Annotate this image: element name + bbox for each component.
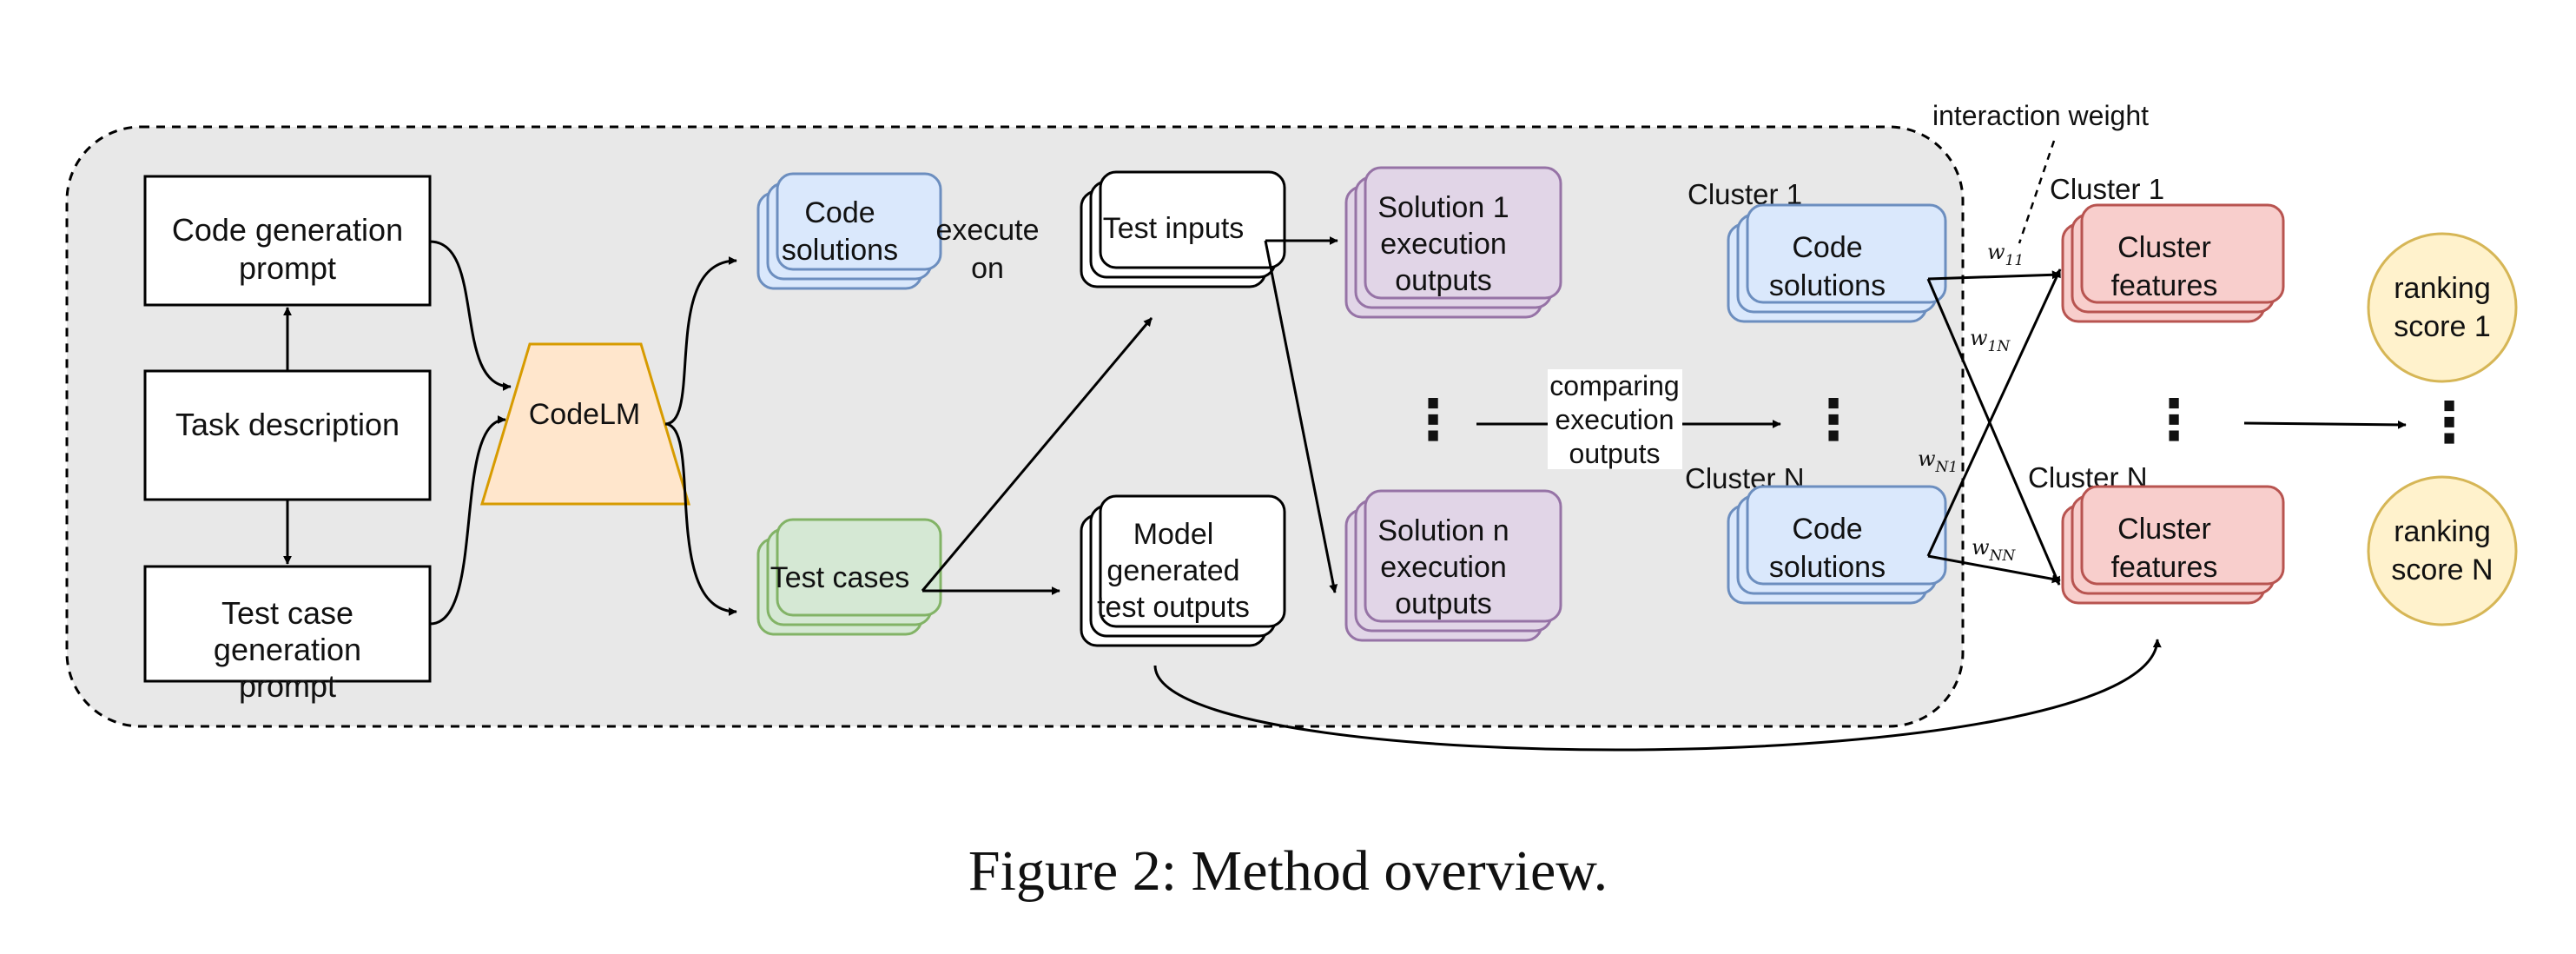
weight-w1n: w1N <box>1970 326 2011 355</box>
ellipsis-features: ⋮ <box>2146 388 2202 451</box>
solution-1-execution-outputs-stack <box>1344 166 1562 319</box>
task-description-label: Task description <box>175 407 400 442</box>
code-solutions-stack <box>756 172 942 290</box>
cluster-n-code-solutions-stack-layer-3 <box>1746 485 1947 586</box>
code-solutions-stack-layer-3 <box>776 172 942 271</box>
comparing-label-background <box>1548 369 1682 469</box>
arrow-model-outputs-to-features <box>1153 639 2162 752</box>
test-inputs-stack <box>1080 170 1286 288</box>
solution-n-execution-outputs-stack <box>1344 489 1562 642</box>
test-cases-stack <box>756 518 942 636</box>
feature-cluster-1-label: Cluster 1 <box>2050 173 2164 205</box>
solution-n-execution-outputs-stack-layer-3 <box>1364 489 1562 623</box>
codelm-label: CodeLM <box>529 398 641 431</box>
model-generated-test-outputs-stack <box>1080 494 1286 647</box>
cluster-1-code-solutions-stack <box>1727 203 1947 323</box>
arrow-codelm-to-test-cases <box>664 422 737 616</box>
codelm-block: CodeLM <box>479 342 691 506</box>
cluster-n-features-stack <box>2061 485 2285 605</box>
weight-w11: w11 <box>1987 240 2024 269</box>
arrow-codelm-to-code-solutions <box>664 256 737 426</box>
interaction-weight-pointer <box>2018 140 2056 244</box>
model-generated-test-outputs-stack-layer-3 <box>1099 494 1286 628</box>
test-inputs-stack-layer-3 <box>1099 170 1286 269</box>
arrow-cn-to-f1 <box>1926 268 2062 557</box>
task-description-box: Task description <box>143 369 432 501</box>
figure-caption: Figure 2: Method overview. <box>968 839 1608 903</box>
cluster-1-features-stack <box>2061 203 2285 323</box>
arrow-c1-to-f1 <box>1927 270 2061 281</box>
cluster-n-features-stack-layer-3 <box>2080 485 2285 586</box>
cluster-1-features-stack-layer-3 <box>2080 203 2285 304</box>
ellipsis-solutions: ⋮ <box>1405 388 1461 451</box>
arrow-test-inputs-to-solution-n <box>1264 240 1338 593</box>
test-cases-label: Test cases <box>770 561 910 594</box>
weight-wnn: wNN <box>1972 535 2016 565</box>
arrow-features-to-ranking <box>2243 420 2407 429</box>
weight-wn1: wN1 <box>1918 447 1958 476</box>
arrow-testcase-prompt-to-codelm <box>429 415 506 626</box>
cluster-1-code-solutions-stack-layer-3 <box>1746 203 1947 304</box>
arrow-c1-to-fn <box>1926 278 2061 586</box>
arrow-cn-to-fn <box>1927 554 2061 584</box>
arrow-code-prompt-to-codelm <box>429 240 512 391</box>
solution-1-execution-outputs-stack-layer-3 <box>1364 166 1562 300</box>
test-inputs-label: Test inputs <box>1103 212 1245 245</box>
arrow-test-cases-to-test-inputs <box>921 317 1153 592</box>
interaction-weight-label: interaction weight <box>1932 100 2149 131</box>
cluster-n-code-solutions-stack <box>1727 485 1947 605</box>
ellipsis-ranking: ⋮ <box>2421 391 2477 454</box>
ellipsis-clusters: ⋮ <box>1806 388 1861 451</box>
